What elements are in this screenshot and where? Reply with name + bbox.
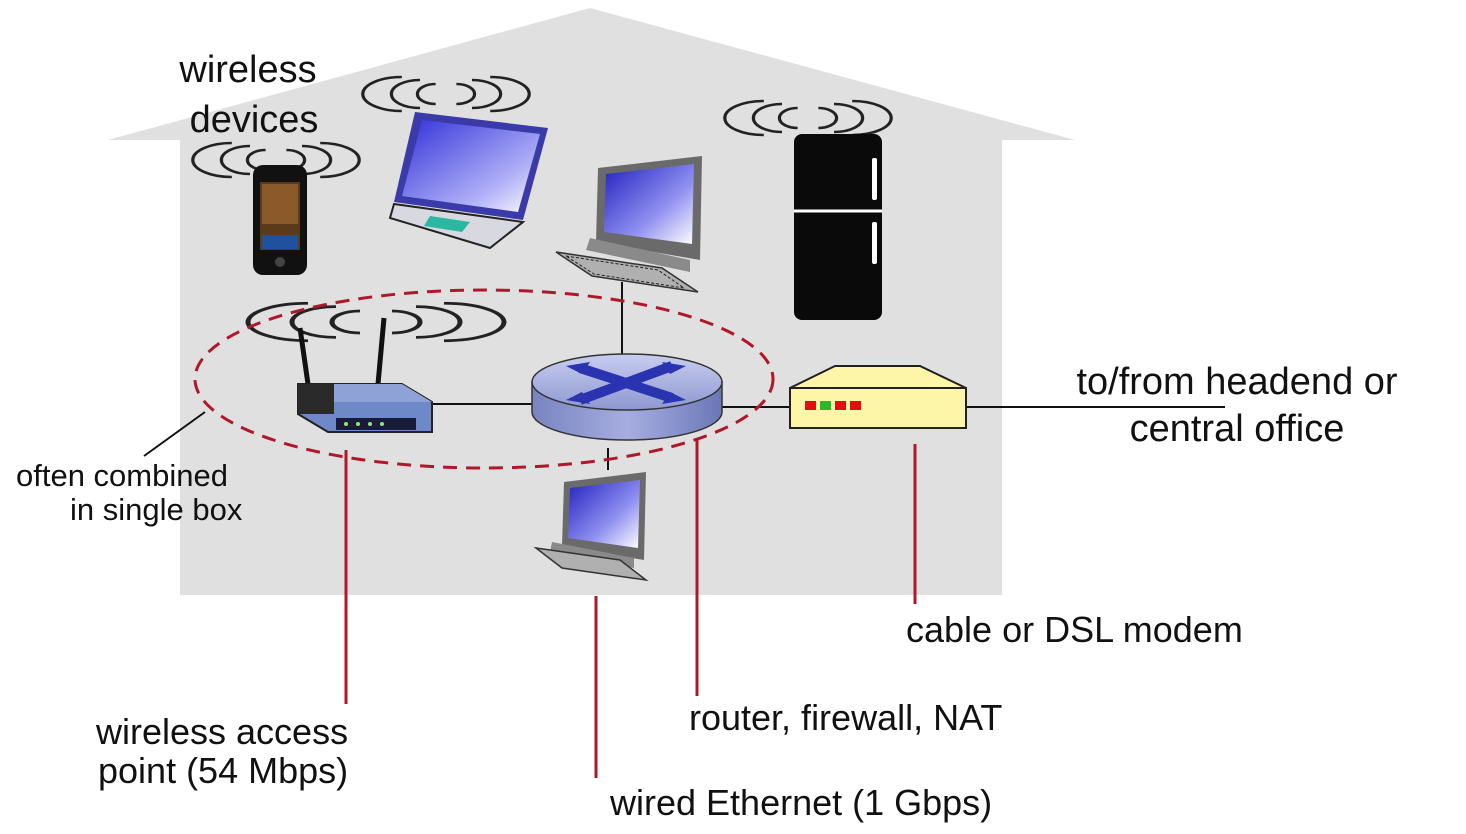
wireless-access-point-icon xyxy=(297,317,433,433)
headend-label-line1: to/from headend or xyxy=(1076,361,1397,403)
often-combined-label-line2: in single box xyxy=(70,492,243,527)
callout-lines xyxy=(344,440,917,778)
wireless-devices-label-line2: devices xyxy=(190,99,319,141)
headend-label-line2: central office xyxy=(1130,408,1345,450)
desktop-computer-bottom-icon xyxy=(533,472,649,582)
modem-label: cable or DSL modem xyxy=(906,609,1243,650)
access-point-label-line2: point (54 Mbps) xyxy=(98,750,348,791)
ethernet-label: wired Ethernet (1 Gbps) xyxy=(609,782,992,823)
often-combined-pointer xyxy=(143,411,206,457)
smartphone-icon xyxy=(253,165,307,275)
router-icon xyxy=(531,353,723,441)
router-label: router, firewall, NAT xyxy=(689,697,1002,738)
laptop-icon xyxy=(388,112,548,250)
wireless-devices-label-line1: wireless xyxy=(178,49,316,91)
combined-box-ellipse xyxy=(193,288,775,470)
network-links xyxy=(430,282,1225,470)
refrigerator-icon xyxy=(794,134,882,320)
modem-icon xyxy=(789,365,967,429)
often-combined-label-line1: often combined xyxy=(16,458,228,493)
desktop-computer-icon xyxy=(555,156,702,293)
access-point-label-line1: wireless access xyxy=(95,711,348,752)
